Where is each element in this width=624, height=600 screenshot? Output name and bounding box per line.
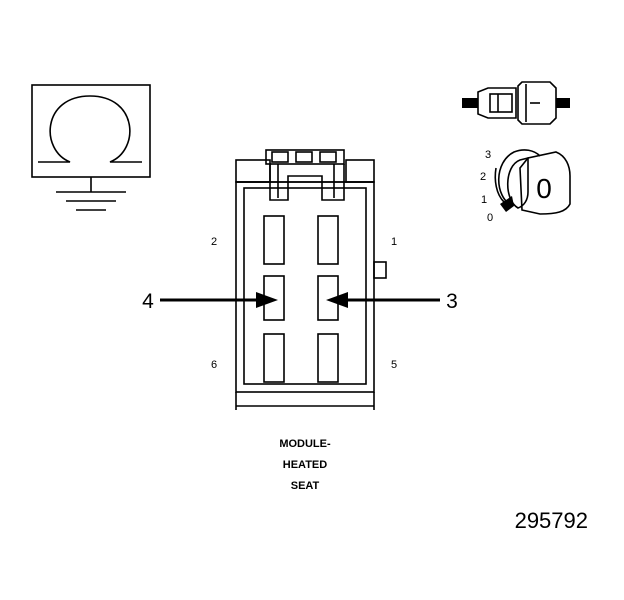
pin-label-5: 5 bbox=[391, 359, 397, 371]
position-label-2: 2 bbox=[480, 171, 486, 183]
position-label-1: 1 bbox=[481, 194, 487, 206]
callout-label-3: 3 bbox=[446, 290, 458, 313]
omega-ground-icon bbox=[31, 84, 151, 211]
callout-label-4: 4 bbox=[142, 290, 154, 313]
pin-label-2: 2 bbox=[211, 236, 217, 248]
pin-label-6: 6 bbox=[211, 359, 217, 371]
connector-icon bbox=[462, 81, 570, 125]
caption-line-3: SEAT bbox=[291, 480, 320, 492]
callout-arrow-left bbox=[160, 292, 278, 308]
pin-label-1: 1 bbox=[391, 236, 397, 248]
position-label-0: 0 bbox=[487, 212, 493, 224]
connector-face bbox=[235, 149, 387, 410]
key-position-icon bbox=[494, 149, 571, 215]
callout-arrow-right bbox=[326, 292, 440, 308]
figure-number: 295792 bbox=[515, 508, 588, 533]
caption-line-1: MODULE- bbox=[279, 438, 331, 450]
caption-line-2: HEATED bbox=[283, 459, 327, 471]
position-label-3: 3 bbox=[485, 149, 491, 161]
knob-label: 0 bbox=[536, 173, 552, 204]
